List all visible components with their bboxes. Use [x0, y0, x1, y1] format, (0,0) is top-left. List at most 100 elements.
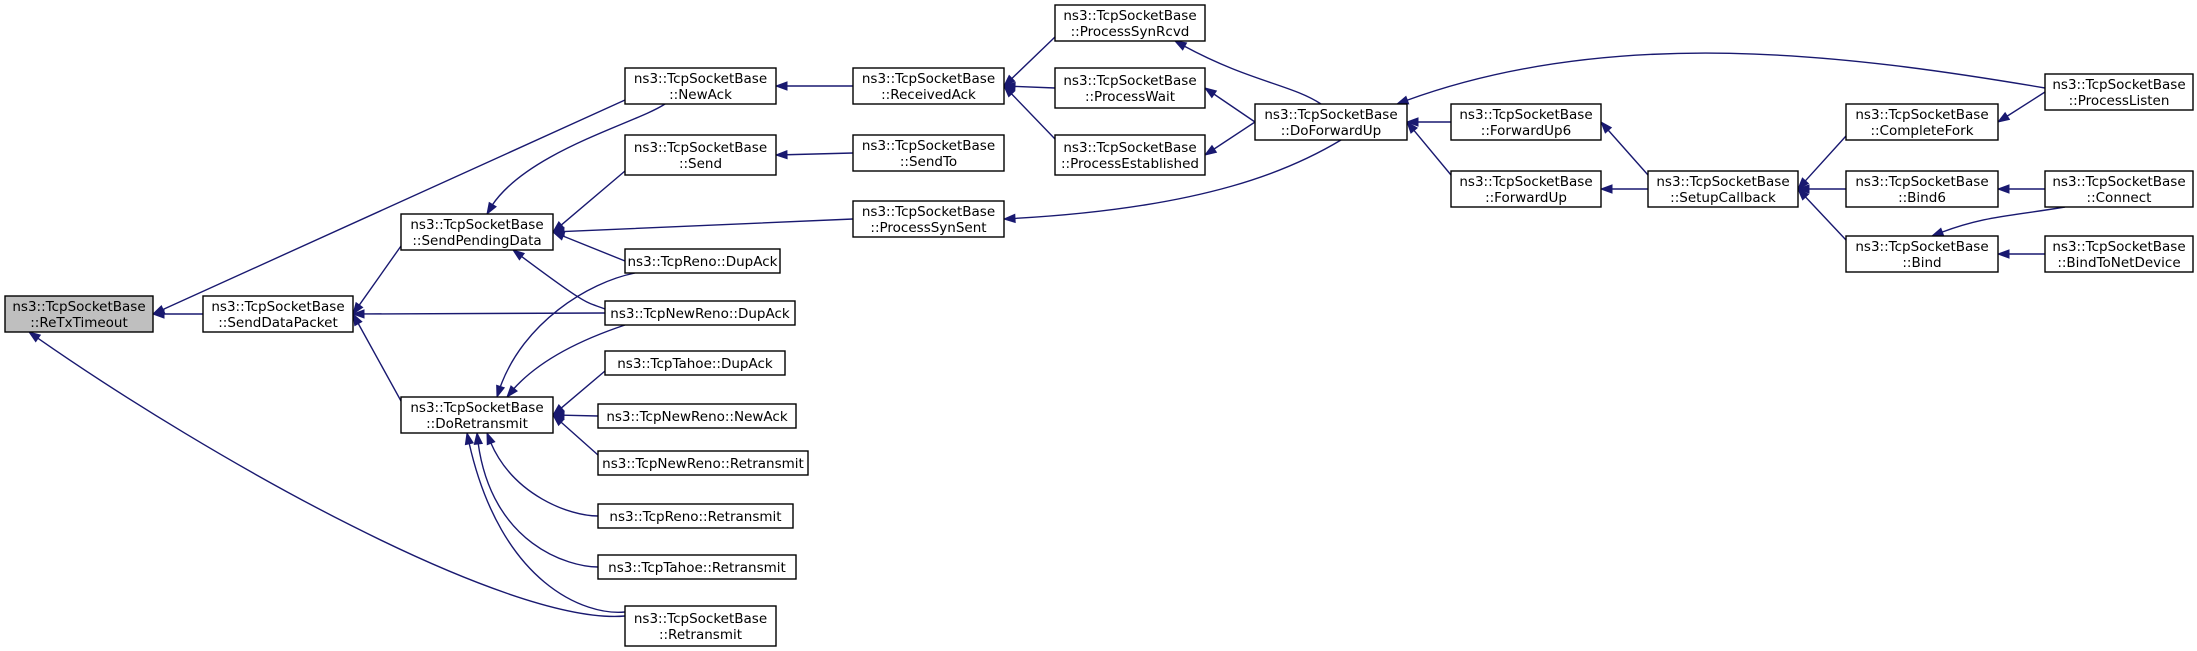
edge-line	[506, 324, 626, 398]
call-edge-spd-nak	[486, 103, 666, 216]
graph-node-nrNew[interactable]: ns3::TcpNewReno::NewAck	[597, 403, 797, 429]
node-label-line: ns3::TcpTahoe::DupAck	[617, 356, 773, 372]
graph-node-renoDup[interactable]: ns3::TcpReno::DupAck	[624, 248, 781, 274]
node-label-line: ::ForwardUp	[1485, 190, 1567, 206]
call-edge-fu6-scb	[1600, 120, 1649, 176]
call-edge-spd-snd	[551, 170, 626, 233]
node-box	[604, 300, 796, 326]
arrowhead-icon	[151, 304, 166, 315]
arrowhead-icon	[1002, 74, 1016, 88]
node-box	[1845, 103, 1999, 141]
arrowhead-icon	[1405, 117, 1419, 127]
arrowhead-icon	[486, 201, 497, 216]
node-label-line: ns3::TcpSocketBase	[1063, 73, 1196, 89]
graph-node-tahoeRet[interactable]: ns3::TcpTahoe::Retransmit	[597, 554, 797, 580]
arrowhead-icon	[1996, 184, 2010, 194]
graph-node-cfk[interactable]: ns3::TcpSocketBase::CompleteFork	[1845, 103, 1999, 141]
node-label-line: ::SetupCallback	[1670, 190, 1776, 206]
node-box	[400, 213, 554, 251]
node-box	[624, 67, 777, 105]
call-edge-drt-nrDup	[506, 324, 626, 399]
call-edge-sdp-spd	[352, 245, 402, 316]
arrowhead-icon	[774, 149, 788, 160]
arrowhead-icon	[1930, 227, 1945, 237]
graph-node-nak[interactable]: ns3::TcpSocketBase::NewAck	[624, 67, 777, 105]
graph-node-spd[interactable]: ns3::TcpSocketBase::SendPendingData	[400, 213, 554, 251]
graph-node-sto[interactable]: ns3::TcpSocketBase::SendTo	[852, 134, 1005, 172]
graph-node-nrDup[interactable]: ns3::TcpNewReno::DupAck	[604, 300, 796, 326]
call-edge-pes-dfu	[1203, 121, 1256, 156]
graph-node-pwt[interactable]: ns3::TcpSocketBase::ProcessWait	[1054, 67, 1206, 109]
graph-node-dfu[interactable]: ns3::TcpSocketBase::DoForwardUp	[1254, 103, 1408, 141]
node-box	[624, 248, 781, 274]
node-label-line: ns3::TcpSocketBase	[1855, 239, 1988, 255]
graph-node-snd[interactable]: ns3::TcpSocketBase::Send	[624, 134, 777, 176]
node-label-line: ns3::TcpSocketBase	[862, 71, 995, 87]
node-box	[852, 67, 1005, 105]
node-box	[2044, 235, 2194, 273]
graph-node-tahoeDup[interactable]: ns3::TcpTahoe::DupAck	[604, 350, 786, 376]
node-label-line: ::ProcessEstablished	[1061, 156, 1199, 172]
graph-node-psr[interactable]: ns3::TcpSocketBase::ProcessSynRcvd	[1054, 4, 1206, 42]
call-edge-dfu-plis	[1395, 52, 2046, 105]
arrowhead-icon	[511, 249, 526, 261]
edge-line	[352, 312, 606, 315]
node-label-line: ns3::TcpSocketBase	[1264, 107, 1397, 123]
call-edge-drt-renoRet	[486, 431, 599, 517]
node-label-line: ::Connect	[2087, 190, 2152, 206]
node-box	[597, 503, 794, 529]
node-label-line: ::NewAck	[669, 87, 732, 103]
node-box	[202, 295, 354, 333]
graph-node-rtx: ns3::TcpSocketBase::ReTxTimeout	[4, 295, 154, 333]
node-box	[597, 403, 797, 429]
node-label-line: ns3::TcpSocketBase	[634, 611, 767, 627]
arrowhead-icon	[496, 384, 506, 399]
graph-node-rtm[interactable]: ns3::TcpSocketBase::Retransmit	[624, 605, 777, 647]
arrowhead-icon	[473, 431, 484, 445]
node-label-line: ::SendDataPacket	[218, 315, 338, 331]
call-edge-bnd-b2n	[1996, 249, 2045, 259]
node-label-line: ns3::TcpSocketBase	[862, 138, 995, 154]
graph-node-con[interactable]: ns3::TcpSocketBase::Connect	[2044, 170, 2194, 208]
node-label-line: ns3::TcpNewReno::NewAck	[606, 409, 788, 425]
node-label-line: ::ReTxTimeout	[30, 315, 128, 331]
graph-node-nrRet[interactable]: ns3::TcpNewReno::Retransmit	[597, 450, 809, 476]
node-box	[1054, 4, 1206, 42]
graph-node-pss[interactable]: ns3::TcpSocketBase::ProcessSynSent	[852, 200, 1005, 238]
graph-node-fu[interactable]: ns3::TcpSocketBase::ForwardUp	[1450, 170, 1602, 208]
call-edge-fu-scb	[1599, 184, 1648, 194]
node-label-line: ::ForwardUp6	[1481, 123, 1571, 139]
graph-node-b2n[interactable]: ns3::TcpSocketBase::BindToNetDevice	[2044, 235, 2194, 273]
graph-node-plis[interactable]: ns3::TcpSocketBase::ProcessListen	[2044, 73, 2194, 111]
graph-node-rack[interactable]: ns3::TcpSocketBase::ReceivedAck	[852, 67, 1005, 105]
call-edge-bnd-con	[1930, 206, 2066, 237]
arrowhead-icon	[1796, 187, 1810, 201]
arrowhead-icon	[1002, 84, 1016, 98]
graph-node-renoRet[interactable]: ns3::TcpReno::Retransmit	[597, 503, 794, 529]
edge-line	[552, 231, 626, 262]
edge-line	[512, 249, 606, 310]
edge-line	[552, 218, 854, 233]
node-label-line: ns3::TcpSocketBase	[410, 217, 543, 233]
graph-node-bnd[interactable]: ns3::TcpSocketBase::Bind	[1845, 235, 1999, 273]
node-box	[1450, 103, 1602, 141]
arrowhead-icon	[1996, 249, 2010, 259]
graph-node-pes[interactable]: ns3::TcpSocketBase::ProcessEstablished	[1054, 134, 1206, 176]
graph-node-bd6[interactable]: ns3::TcpSocketBase::Bind6	[1845, 170, 1999, 208]
call-edge-spd-renoDup	[551, 231, 626, 262]
node-label-line: ::Bind6	[1898, 190, 1946, 206]
call-edge-pss-dfu	[1002, 139, 1342, 224]
call-edge-drt-tahoeRet	[473, 431, 599, 568]
call-edge-rack-psr	[1002, 36, 1056, 88]
graph-node-scb[interactable]: ns3::TcpSocketBase::SetupCallback	[1647, 170, 1799, 208]
call-edge-sdp-drt	[352, 312, 402, 402]
node-label-line: ::Retransmit	[659, 627, 742, 643]
node-label-line: ::Bind	[1902, 255, 1941, 271]
call-edge-scb-bnd	[1796, 187, 1847, 241]
call-edge-drt-rtm	[464, 431, 626, 614]
graph-node-drt[interactable]: ns3::TcpSocketBase::DoRetransmit	[400, 396, 554, 434]
call-edge-dfu-fu	[1406, 120, 1452, 176]
graph-node-sdp[interactable]: ns3::TcpSocketBase::SendDataPacket	[202, 295, 354, 333]
node-box	[1254, 103, 1408, 141]
graph-node-fu6[interactable]: ns3::TcpSocketBase::ForwardUp6	[1450, 103, 1602, 141]
